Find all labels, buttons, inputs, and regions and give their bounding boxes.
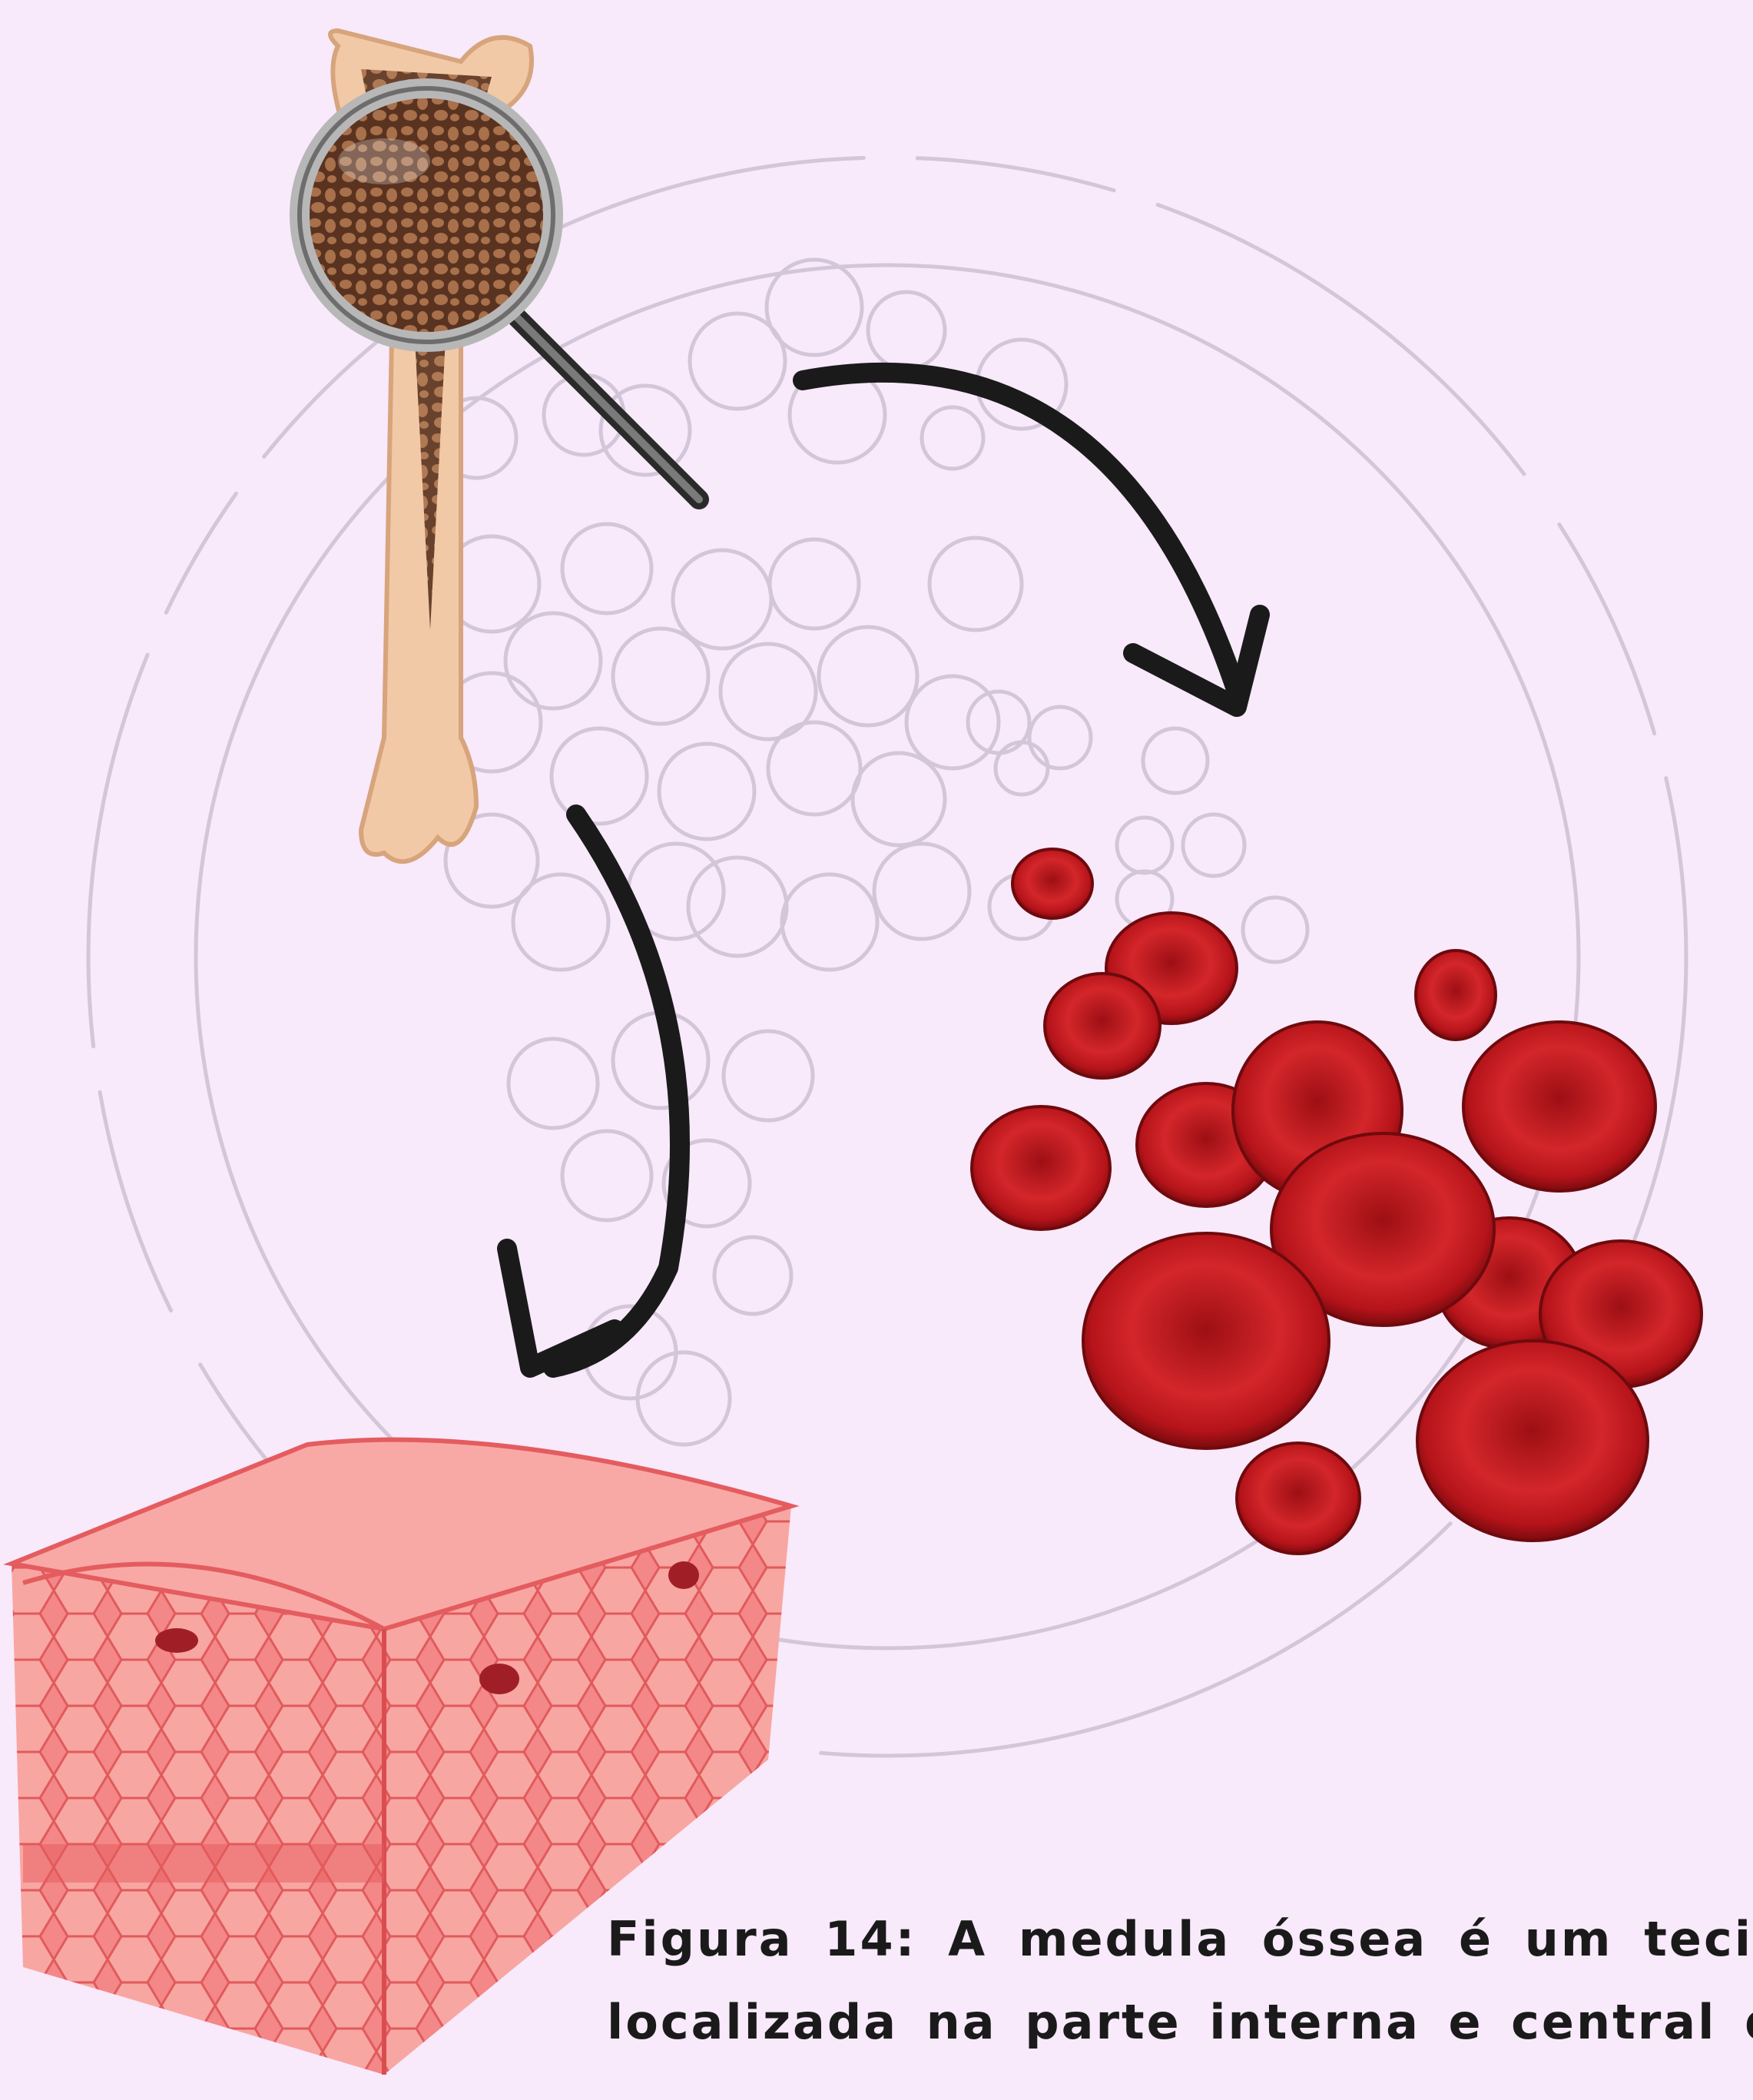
- caption-line-2: localizada na parte interna e central d: [607, 1981, 1753, 2064]
- bone-with-magnifier-icon: [300, 31, 699, 861]
- figure-caption: Figura 14: A medula óssea é um teci loca…: [607, 1898, 1753, 2064]
- caption-line-1: Figura 14: A medula óssea é um teci: [607, 1898, 1753, 1981]
- red-blood-cells-icon: [972, 849, 1702, 1554]
